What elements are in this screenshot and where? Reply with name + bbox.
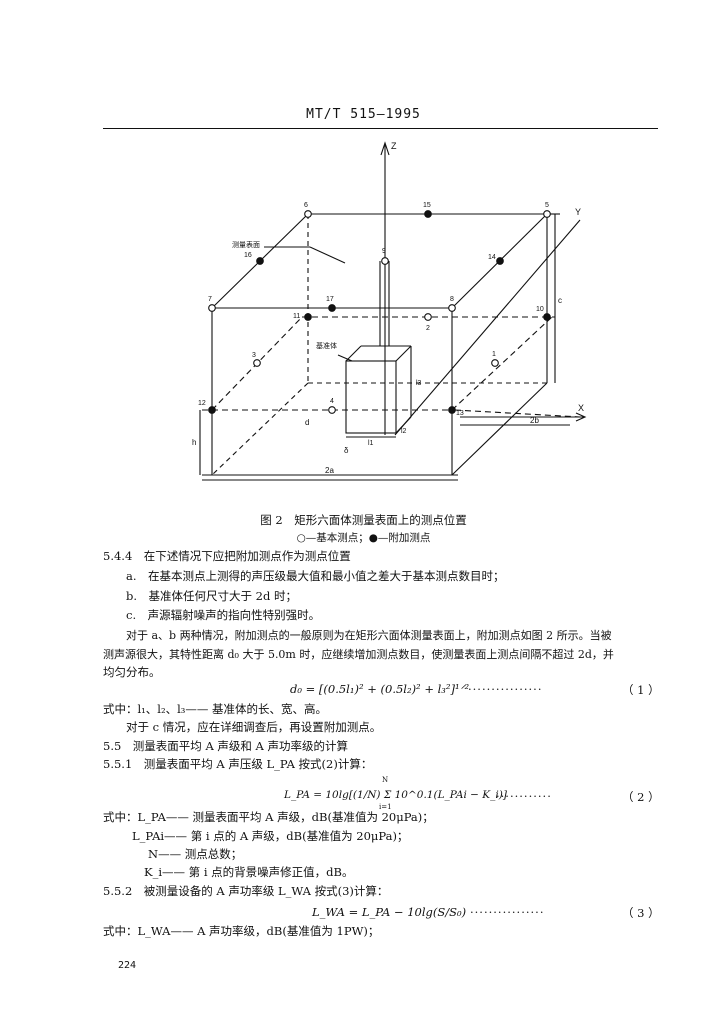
where-2-ki: K_i—— 第 i 点的背景噪声修正值，dB。 — [144, 865, 354, 879]
item-b: b. 基准体任何尺寸大于 2d 时； — [126, 589, 298, 603]
point-4 — [328, 406, 336, 414]
z-label: Z — [391, 141, 397, 151]
y-label: Y — [575, 207, 581, 217]
where-2-lpai: L_PAi—— 第 i 点的 A 声级，dB(基准值为 20μPa)； — [132, 829, 409, 843]
x-label: X — [578, 403, 584, 413]
label-15: 15 — [423, 202, 431, 209]
para-line-2: 测声源很大，其特性距离 d₀ 大于 5.0m 时，应继续增加测点数目，使测量表面… — [103, 648, 614, 661]
surface-label: 测量表面 — [232, 240, 260, 249]
where-2-lpa: 式中：L_PA—— 测量表面平均 A 声级，dB(基准值为 20μPa)； — [103, 810, 434, 824]
section-5-4-4: 5.4.4 在下述情况下应把附加测点作为测点位置 — [103, 549, 351, 563]
point-6 — [304, 210, 312, 218]
dim-delta: δ — [344, 446, 349, 455]
label-11: 11 — [293, 313, 300, 320]
figure-caption: 图 2 矩形六面体测量表面上的测点位置 — [260, 513, 467, 527]
point-7 — [208, 304, 216, 312]
point-13 — [448, 406, 456, 414]
point-2 — [424, 313, 432, 321]
label-8: 8 — [450, 296, 454, 303]
equation-3-number: （ 3 ） — [622, 906, 660, 920]
point-12 — [208, 406, 216, 414]
label-4: 4 — [330, 398, 334, 405]
label-7: 7 — [208, 296, 212, 303]
label-6: 6 — [304, 202, 308, 209]
label-14: 14 — [488, 254, 496, 261]
point-5 — [543, 210, 551, 218]
leader-dots-2: ············ — [496, 789, 552, 803]
sum-upper: N — [382, 776, 389, 784]
item-a: a. 在基本测点上测得的声压级最大值和最小值之差大于基本测点数目时； — [126, 569, 505, 583]
label-12: 12 — [198, 400, 206, 407]
sum-lower: i=1 — [379, 803, 392, 811]
label-5: 5 — [545, 202, 549, 209]
point-1 — [491, 359, 499, 367]
equation-3: L_WA = L_PA − 10lg(S/S₀) — [312, 905, 467, 919]
equation-2: L_PA = 10lg[(1/N) Σ 10^0.1(L_PAi − K_i)] — [284, 789, 507, 801]
dim-h: h — [192, 438, 196, 447]
label-16: 16 — [244, 252, 252, 259]
point-10 — [543, 313, 551, 321]
label-3: 3 — [252, 352, 256, 359]
equation-1-number: （ 1 ） — [622, 683, 660, 697]
label-1: 1 — [492, 351, 496, 358]
label-9: 9 — [382, 248, 386, 255]
label-17: 17 — [326, 296, 334, 303]
para-c: 对于 c 情况，应在详细调查后，再设置附加测点。 — [126, 720, 382, 734]
point-11 — [304, 313, 312, 321]
section-5-5-1: 5.5.1 测量表面平均 A 声压级 L_PA 按式(2)计算： — [103, 757, 373, 771]
header-rule — [103, 128, 658, 129]
dim-d: d — [305, 418, 309, 427]
label-13: 13 — [456, 410, 464, 417]
section-5-5: 5.5 测量表面平均 A 声级和 A 声功率级的计算 — [103, 739, 349, 753]
point-17 — [328, 304, 336, 312]
point-9 — [381, 257, 389, 265]
point-14 — [496, 257, 504, 265]
figure-legend: ○—基本测点；●—附加测点 — [296, 532, 431, 544]
equation-2-number: （ 2 ） — [622, 790, 660, 804]
para-line-3: 均匀分布。 — [103, 665, 161, 679]
section-5-5-2: 5.5.2 被测量设备的 A 声功率级 L_WA 按式(3)计算： — [103, 884, 389, 898]
where-1: 式中：l₁、l₂、l₃—— 基准体的长、宽、高。 — [103, 702, 328, 716]
point-15 — [424, 210, 432, 218]
leader-dots-3: ················ — [470, 905, 545, 919]
point-3 — [253, 359, 261, 367]
dim-l3: l3 — [416, 380, 422, 387]
equation-1: d₀ = [(0.5l₁)² + (0.5l₂)² + l₃²]¹ᐟ² — [290, 682, 470, 696]
document-code: MT/T 515—1995 — [306, 107, 421, 122]
ref-box-label: 基准体 — [316, 341, 337, 350]
dim-l1: l1 — [368, 440, 374, 447]
where-2-n: N—— 测点总数； — [148, 847, 243, 861]
point-16 — [256, 257, 264, 265]
page-number: 224 — [118, 960, 137, 971]
dim-2a: 2a — [325, 466, 334, 475]
dim-2b: 2b — [530, 416, 539, 425]
point-8 — [448, 304, 456, 312]
leader-dots-1: ················ — [468, 682, 543, 696]
dim-l2: l2 — [401, 428, 407, 435]
label-10: 10 — [536, 306, 544, 313]
item-c: c. 声源辐射噪声的指向性特别强时。 — [126, 608, 321, 622]
para-line-1: 对于 a、b 两种情况，附加测点的一般原则为在矩形六面体测量表面上，附加测点如图… — [126, 629, 612, 642]
where-3: 式中：L_WA—— A 声功率级，dB(基准值为 1PW)； — [103, 924, 380, 938]
label-2: 2 — [426, 325, 430, 332]
measurement-surface-figure: 5 6 7 8 9 2 3 4 1 15 16 14 17 11 10 12 1… — [192, 141, 587, 481]
dim-c: c — [558, 296, 562, 305]
